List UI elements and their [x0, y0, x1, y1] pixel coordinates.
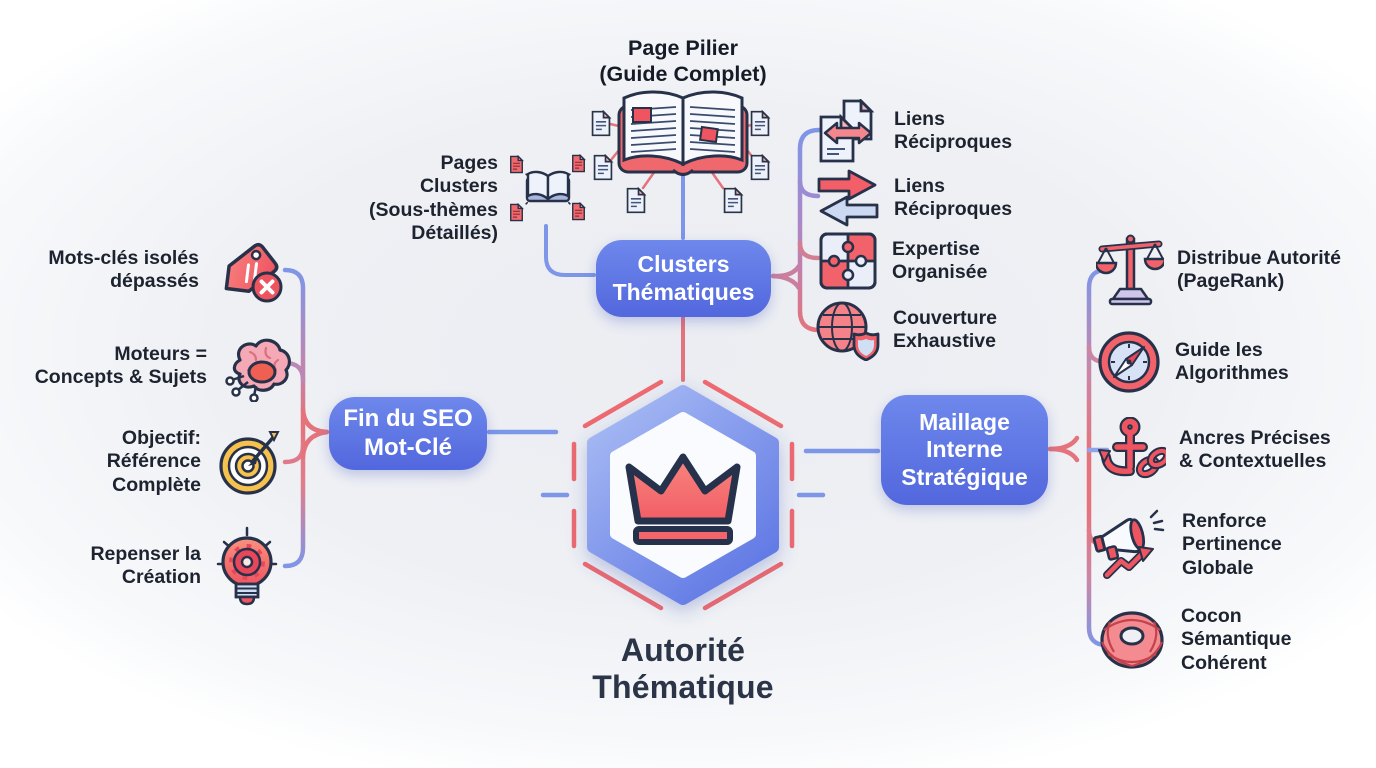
exchange-arrows-icon: [817, 169, 879, 227]
item-label: Renforce Pertinence Globale: [1182, 509, 1282, 579]
right-item-cocon: Cocon Sémantique Cohérent: [1096, 604, 1331, 674]
authority-hexagon-badge: [587, 385, 779, 605]
left-item-creation: Repenser la Création: [80, 524, 280, 608]
item-label: Distribue Autorité (PageRank): [1177, 246, 1341, 292]
item-label: Guide les Algorithmes: [1175, 338, 1289, 384]
node-maillage-interne: Maillage Interne Stratégique: [881, 395, 1048, 505]
item-label: Couverture Exhaustive: [893, 306, 998, 352]
item-label: Expertise Organisée: [892, 237, 988, 283]
crown-icon: [625, 453, 741, 545]
balance-scales-icon: [1096, 234, 1164, 306]
yarn-coil-icon: [1100, 611, 1164, 669]
left-item-objectif: Objectif: Référence Complète: [76, 424, 286, 500]
node-clusters-thematiques: Clusters Thématiques: [596, 240, 771, 317]
item-label: Repenser la Création: [90, 542, 201, 588]
left-item-keywords: Mots-clés isolés dépassés: [28, 231, 288, 309]
right-item-pertinence: Renforce Pertinence Globale: [1091, 509, 1322, 581]
anchor-chain-icon: [1098, 417, 1166, 479]
item-label: Ancres Précises & Contextuelles: [1179, 426, 1331, 472]
item-label: Mots-clés isolés dépassés: [48, 246, 199, 292]
right-item-algorithmes: Guide les Algorithmes: [1096, 329, 1289, 395]
node-fin-du-seo-mot-cle: Fin du SEO Mot-Clé: [329, 397, 487, 470]
right-item-pagerank: Distribue Autorité (PageRank): [1096, 233, 1362, 307]
linked-pages-icon: [819, 99, 875, 163]
clusters-item-expertise: Expertise Organisée: [817, 230, 987, 292]
lightbulb-gear-icon: [216, 526, 278, 606]
hexagon-frame-decoration: [540, 379, 826, 611]
item-label: Liens Réciproques: [894, 174, 1013, 220]
item-label: Moteurs = Concepts & Sujets: [34, 342, 207, 388]
compass-icon: [1098, 331, 1160, 393]
right-item-ancres: Ancres Précises & Contextuelles: [1096, 417, 1331, 483]
item-label: Cocon Sémantique Cohérent: [1181, 604, 1292, 674]
puzzle-icon: [819, 232, 877, 290]
clusters-item-liens-1: Liens Réciproques: [817, 99, 1012, 163]
globe-shield-icon: [816, 301, 880, 361]
mini-book-cluster-icon: [510, 154, 585, 222]
item-label: Objectif: Référence Complète: [106, 426, 201, 496]
target-arrow-icon: [219, 431, 280, 495]
clusters-item-couverture: Couverture Exhaustive: [814, 299, 997, 361]
pages-clusters-label: Pages Clusters (Sous-thèmes Détaillés): [369, 152, 498, 245]
brain-network-icon: [225, 338, 291, 402]
open-book-with-linked-pages-icon: [591, 90, 770, 214]
clusters-brace-connector: [544, 127, 822, 382]
megaphone-growth-icon: [1092, 509, 1165, 579]
clusters-item-liens-2: Liens Réciproques: [815, 169, 1012, 227]
right-brace-connector: [803, 267, 1110, 648]
left-item-concepts: Moteurs = Concepts & Sujets: [20, 329, 292, 403]
item-label: Liens Réciproques: [894, 107, 1013, 153]
center-title: Autorité Thématique: [592, 632, 774, 705]
tag-crossed-icon: [224, 242, 283, 303]
pillar-title: Page Pilier (Guide Complet): [599, 36, 767, 87]
